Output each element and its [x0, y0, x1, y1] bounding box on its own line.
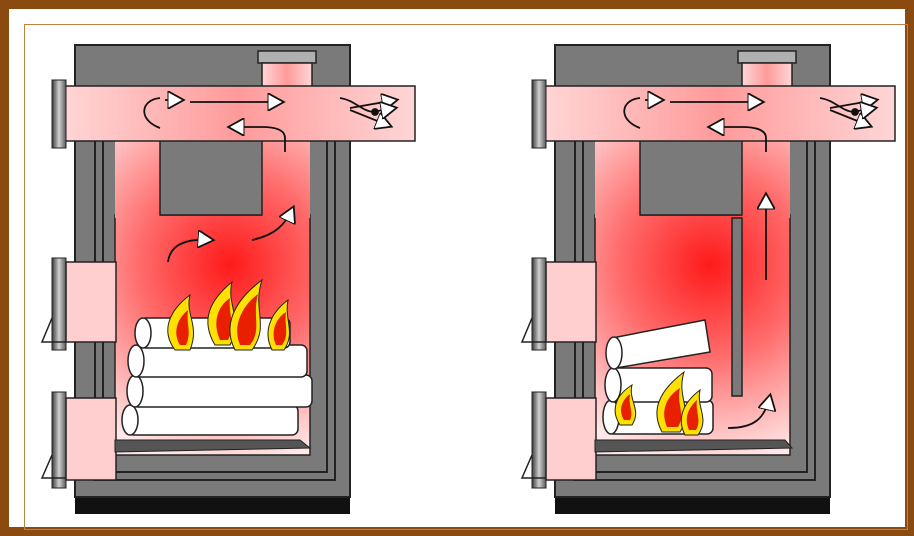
door-upper [66, 262, 116, 342]
door-upper [546, 262, 596, 342]
baffle-block [640, 140, 742, 215]
door-lower [66, 398, 116, 480]
chimney-collar [258, 51, 316, 63]
door-handle-lower [532, 392, 546, 488]
internal-baffle [732, 218, 742, 396]
flue-column-right [262, 140, 310, 218]
flue-column-left [595, 140, 640, 218]
chimney-collar [738, 51, 796, 63]
door-handle-upper [532, 258, 546, 350]
door-handle-upper [52, 258, 66, 350]
door-lower [546, 398, 596, 480]
left-stove [42, 45, 415, 514]
top-manifold [63, 86, 415, 141]
right-stove [522, 45, 895, 514]
chimney [742, 63, 792, 88]
top-handle [52, 80, 66, 148]
flue-column-left [115, 140, 160, 218]
top-handle [532, 80, 546, 148]
top-manifold [543, 86, 895, 141]
door-handle-lower [52, 392, 66, 488]
baffle-block [160, 140, 262, 215]
chimney [262, 63, 312, 88]
